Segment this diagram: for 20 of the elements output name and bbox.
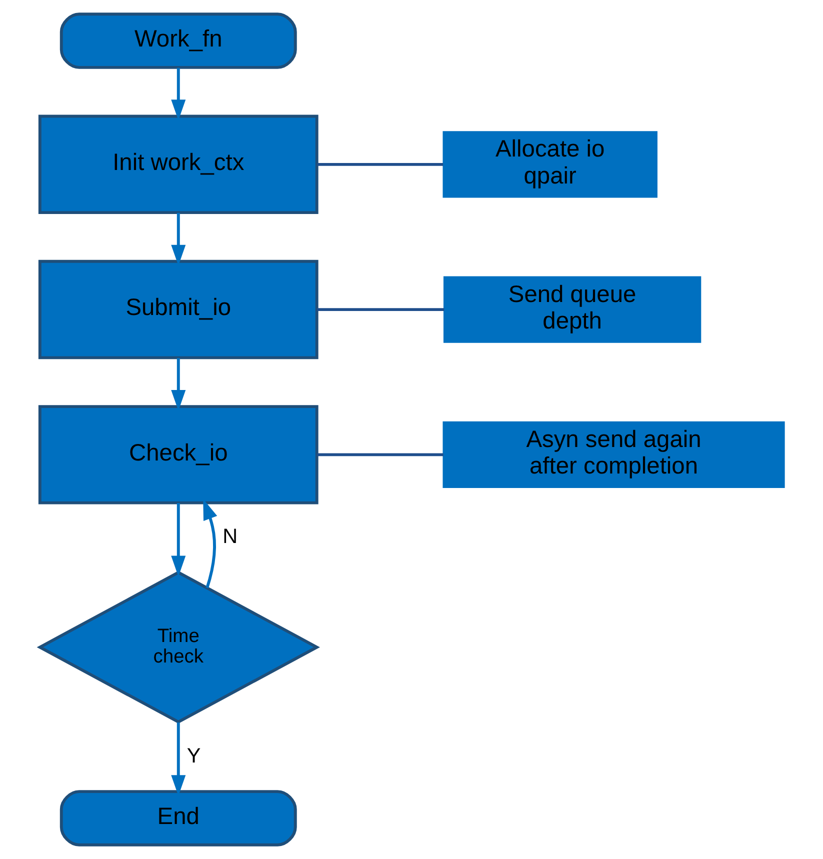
- arrow: [170, 358, 186, 411]
- connector: [316, 162, 443, 166]
- node-box: End: [59, 790, 296, 846]
- arrow: [170, 722, 186, 796]
- edge-label: Y: [186, 744, 200, 768]
- node-diamond: Time check: [36, 570, 320, 724]
- node-box: Send queue depth: [442, 276, 701, 343]
- arrow: [170, 68, 186, 120]
- arrow: [170, 212, 186, 266]
- node-box: Init work_ctx: [38, 114, 318, 214]
- arrow: [170, 503, 186, 577]
- connector: [316, 453, 443, 456]
- node-box: Submit_io: [38, 260, 318, 360]
- edge-label: N: [222, 525, 238, 548]
- node-box: Allocate io qpair: [442, 131, 657, 198]
- node-box: Check_io: [38, 405, 318, 504]
- node-box: Work_fn: [59, 12, 296, 69]
- arrow: [202, 498, 217, 588]
- node-box: Asyn send again after completion: [442, 421, 784, 488]
- connector: [316, 308, 444, 312]
